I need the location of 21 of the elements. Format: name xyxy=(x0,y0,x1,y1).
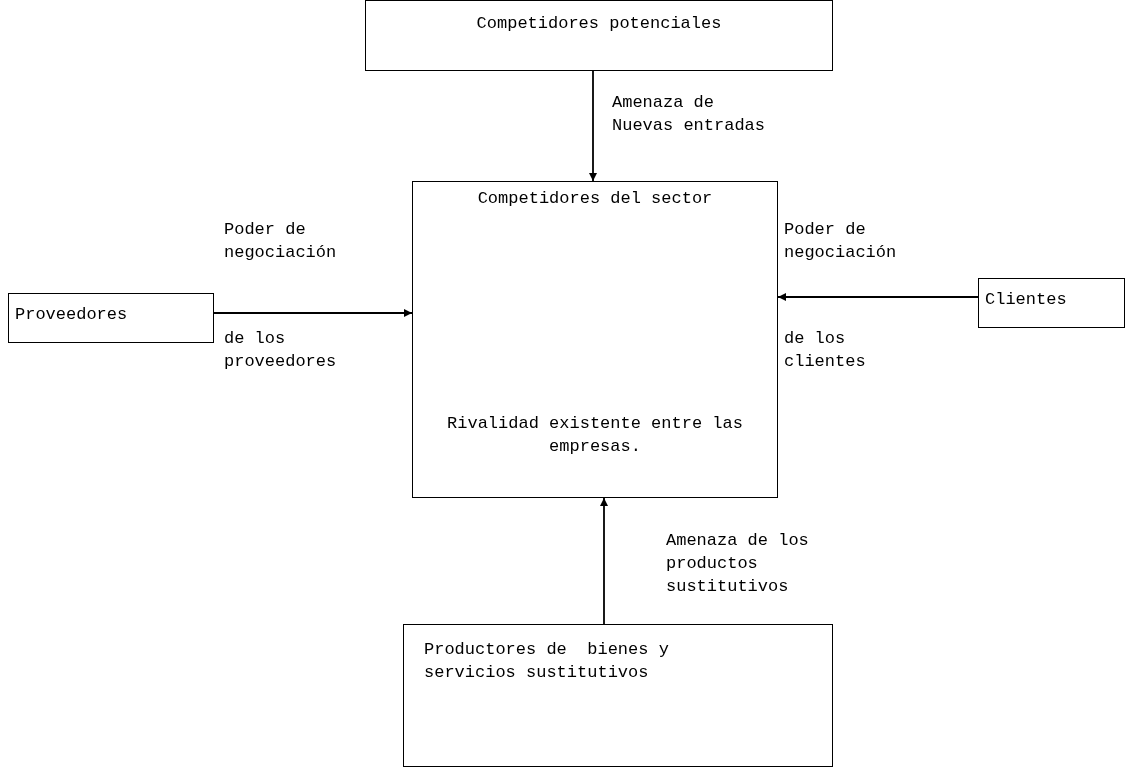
box-label: Proveedores xyxy=(15,304,128,326)
box-label: Competidores potenciales xyxy=(476,13,722,35)
box xyxy=(403,624,833,767)
arrow xyxy=(777,293,979,301)
label: de los proveedores xyxy=(224,328,338,373)
arrow xyxy=(600,497,608,625)
arrow xyxy=(589,70,597,182)
label: de los clientes xyxy=(784,328,867,373)
arrow xyxy=(213,309,413,317)
box xyxy=(8,293,214,343)
box xyxy=(365,0,833,71)
box xyxy=(412,181,778,498)
box-label: Rivalidad existente entre las empresas. xyxy=(446,413,744,459)
edge-label: Amenaza de Nuevas entradas xyxy=(612,92,767,137)
box xyxy=(978,278,1125,328)
box-label: Productores de bienes y servicios sustitutivos xyxy=(424,639,670,684)
edge-label: Amenaza de los productos sustitutivos xyxy=(666,530,810,598)
label: Poder de negociación xyxy=(224,219,338,264)
label: Poder de negociación xyxy=(784,219,898,264)
box-label: Competidores del sector xyxy=(477,188,713,210)
box-label: Clientes xyxy=(985,289,1067,311)
